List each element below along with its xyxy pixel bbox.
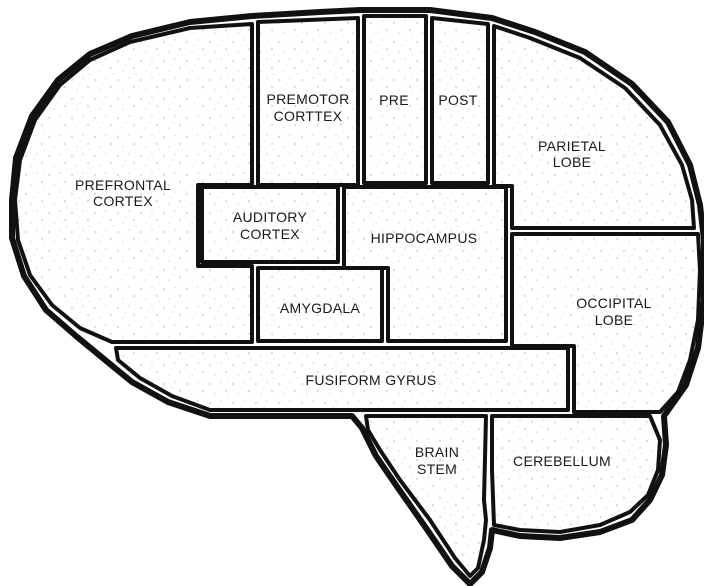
- label-amygdala: AMYGDALA: [280, 300, 361, 316]
- label-premotor-cortex: PREMOTOR CORTTEX: [266, 91, 349, 124]
- label-line: CORTEX: [240, 226, 300, 242]
- label-line: FUSIFORM GYRUS: [306, 372, 437, 388]
- label-line: CEREBELLUM: [513, 453, 611, 469]
- label-post: POST: [438, 92, 477, 108]
- label-line: HIPPOCAMPUS: [371, 230, 478, 246]
- label-line: AUDITORY: [233, 209, 308, 225]
- label-brain-stem: BRAIN STEM: [415, 444, 459, 477]
- label-line: CORTTEX: [274, 108, 343, 124]
- label-hippocampus: HIPPOCAMPUS: [371, 230, 478, 246]
- label-line: POST: [438, 92, 477, 108]
- label-line: PARIETAL: [538, 138, 606, 154]
- label-line: PREFRONTAL: [75, 177, 171, 193]
- label-pre: PRE: [379, 92, 409, 108]
- label-line: CORTEX: [93, 193, 153, 209]
- label-line: LOBE: [553, 154, 592, 170]
- label-fusiform-gyrus: FUSIFORM GYRUS: [306, 372, 437, 388]
- label-line: LOBE: [595, 312, 634, 328]
- region-brain-stem: [366, 416, 486, 576]
- label-line: OCCIPITAL: [576, 295, 652, 311]
- label-auditory-cortex: AUDITORY CORTEX: [233, 209, 308, 242]
- label-line: AMYGDALA: [280, 300, 361, 316]
- label-line: PRE: [379, 92, 409, 108]
- label-line: STEM: [417, 461, 457, 477]
- label-cerebellum: CEREBELLUM: [513, 453, 611, 469]
- label-line: PREMOTOR: [266, 91, 349, 107]
- label-line: BRAIN: [415, 444, 459, 460]
